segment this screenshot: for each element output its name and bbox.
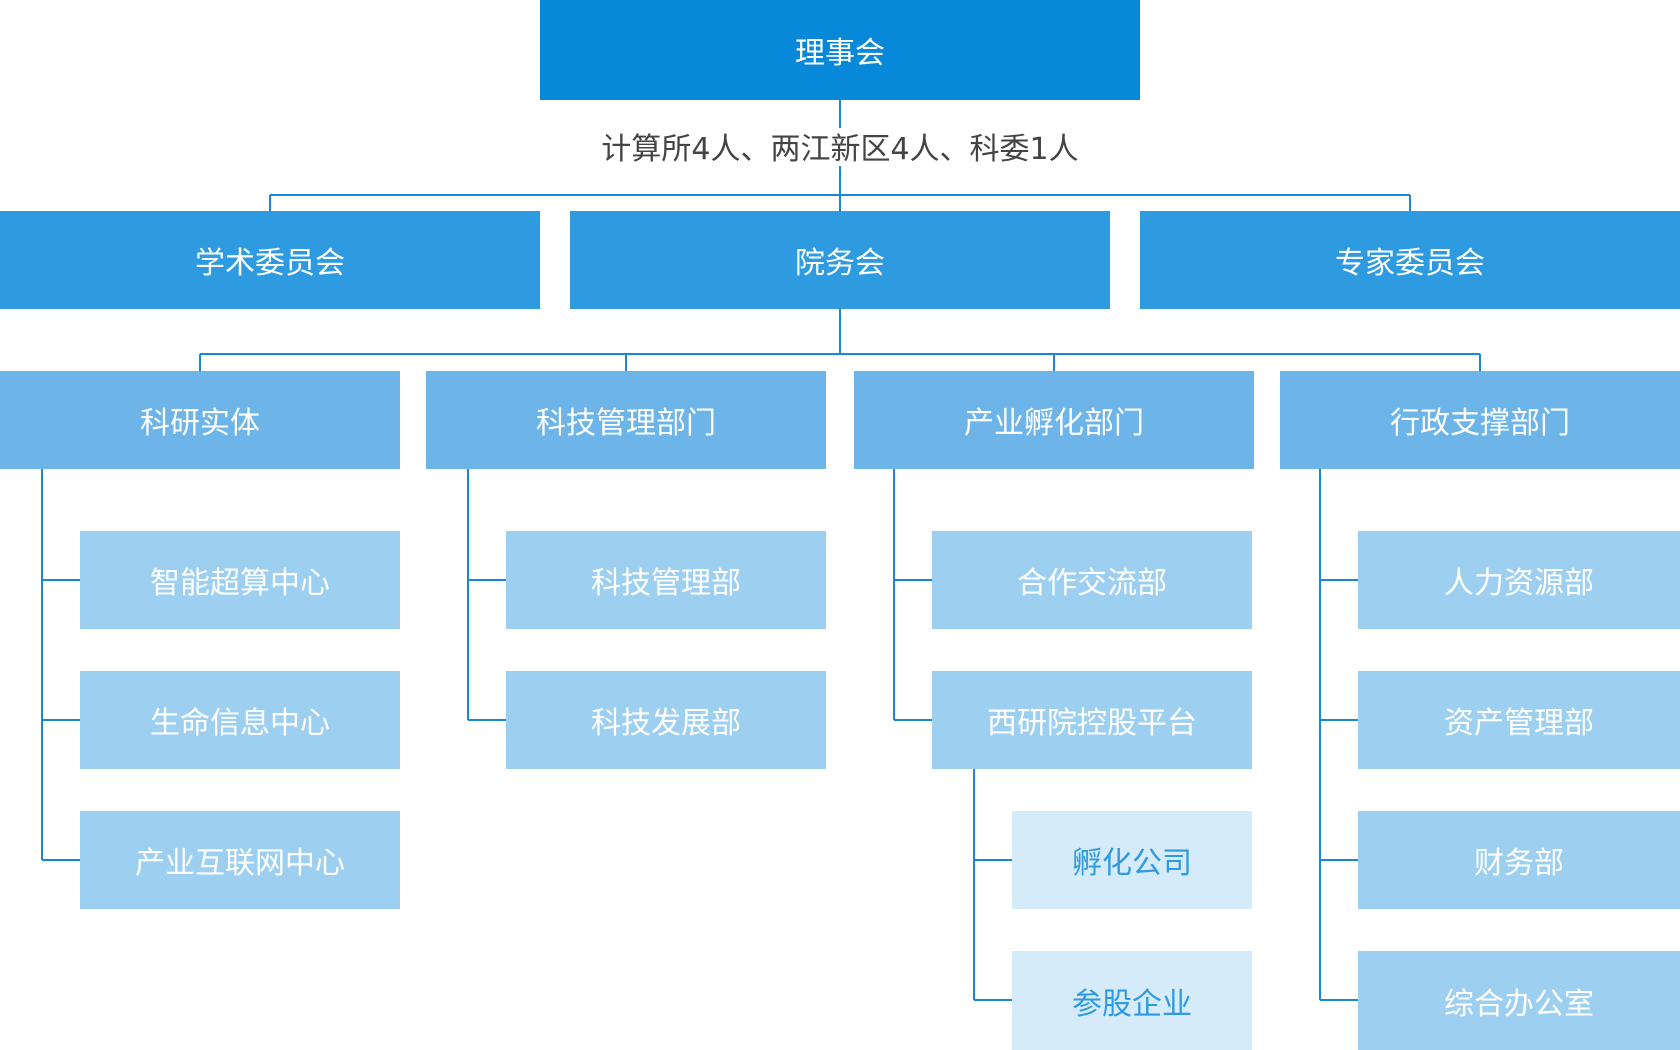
dept-supercomputing-box: 智能超算中心 <box>80 531 400 629</box>
expert-committee-box: 专家委员会 <box>1140 211 1680 309</box>
dept-finance-box: 财务部 <box>1358 811 1680 909</box>
board-box: 理事会 <box>540 0 1140 100</box>
academic-committee-box: 学术委员会 <box>0 211 540 309</box>
dept-tech-management-box: 科技管理部 <box>506 531 826 629</box>
sub-equity-enterprise-box: 参股企业 <box>1012 951 1252 1050</box>
board-composition: 计算所4人、两江新区4人、科委1人 <box>601 132 1079 167</box>
dept-holding-platform-box: 西研院控股平台 <box>932 671 1252 769</box>
affairs-council-box: 院务会 <box>570 211 1110 309</box>
dept-life-info-box: 生命信息中心 <box>80 671 400 769</box>
division-admin-box: 行政支撑部门 <box>1280 371 1680 469</box>
dept-general-office-box: 综合办公室 <box>1358 951 1680 1050</box>
division-tech-management-box: 科技管理部门 <box>426 371 826 469</box>
dept-asset-management-box: 资产管理部 <box>1358 671 1680 769</box>
division-incubation-box: 产业孵化部门 <box>854 371 1254 469</box>
dept-tech-development-box: 科技发展部 <box>506 671 826 769</box>
dept-industrial-internet-box: 产业互联网中心 <box>80 811 400 909</box>
dept-cooperation-box: 合作交流部 <box>932 531 1252 629</box>
sub-incubator-company-box: 孵化公司 <box>1012 811 1252 909</box>
division-research-box: 科研实体 <box>0 371 400 469</box>
dept-human-resources-box: 人力资源部 <box>1358 531 1680 629</box>
